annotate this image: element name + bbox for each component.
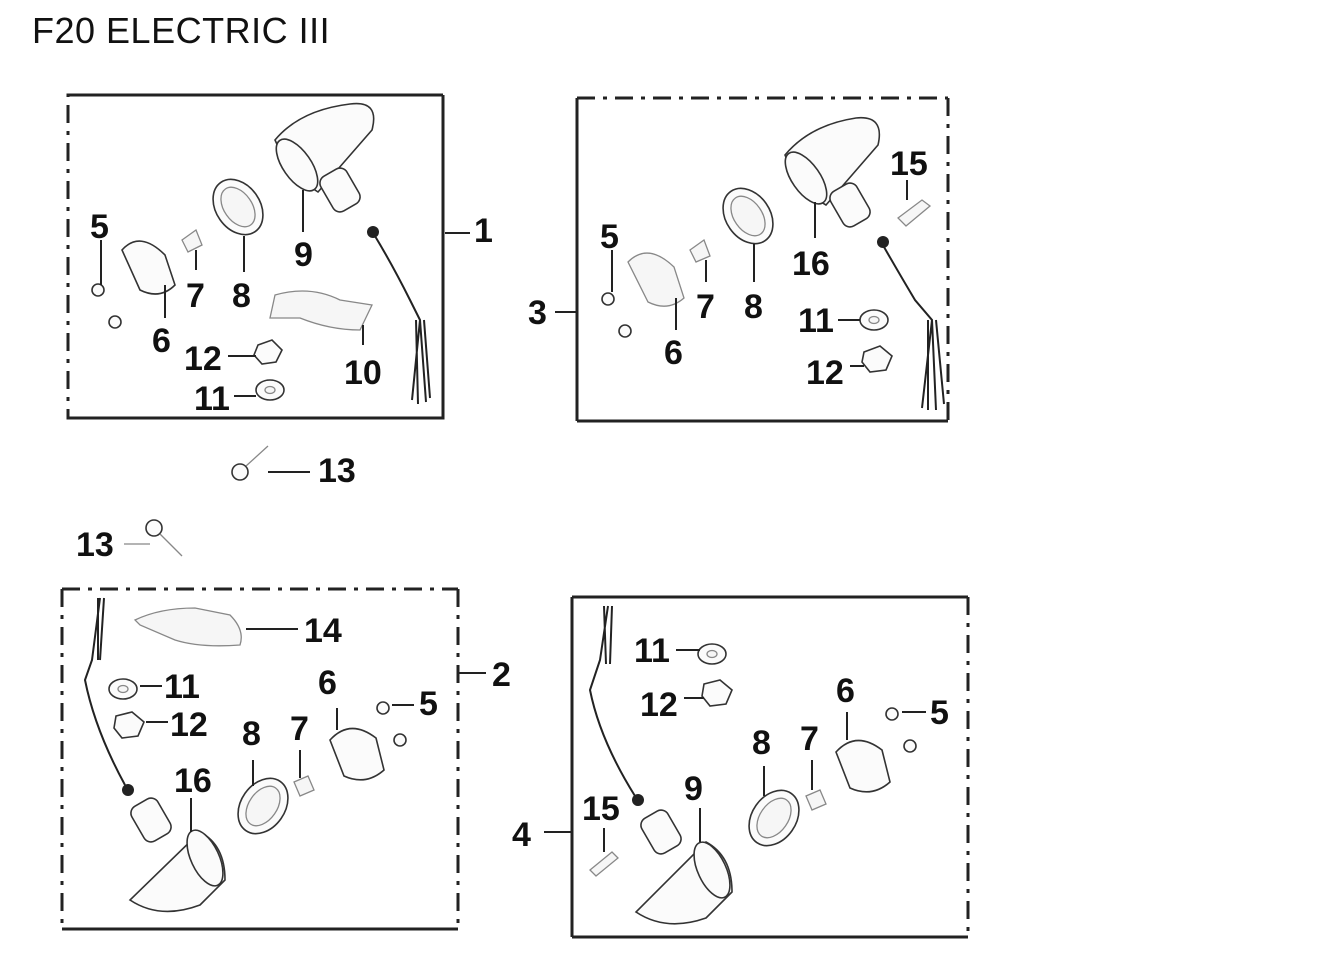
bracket-icon — [121, 240, 176, 295]
callout-12: 12 — [170, 706, 208, 744]
callout-15: 15 — [582, 790, 620, 828]
callout-16: 16 — [792, 245, 830, 283]
callout-7: 7 — [800, 720, 819, 758]
callout-5: 5 — [930, 694, 949, 732]
mount-plate-icon — [269, 290, 373, 331]
callout-10: 10 — [344, 354, 382, 392]
screw-icon — [393, 733, 407, 747]
socket-icon — [640, 809, 682, 855]
callout-5: 5 — [90, 208, 109, 246]
callout-15: 15 — [890, 145, 928, 183]
callout-8: 8 — [232, 277, 251, 315]
clip-icon — [805, 789, 827, 811]
callout-6: 6 — [318, 664, 337, 702]
callout-5: 5 — [419, 685, 438, 723]
callout-11: 11 — [194, 380, 230, 418]
socket-icon — [319, 167, 361, 213]
callout-14: 14 — [304, 612, 342, 650]
callout-11: 11 — [798, 302, 834, 340]
screw-icon — [376, 701, 390, 715]
bolt-icon — [145, 519, 163, 537]
wire-harness-icon — [588, 605, 636, 797]
callout-13: 13 — [318, 452, 356, 490]
screw-icon — [618, 324, 632, 338]
callout-6: 6 — [664, 334, 683, 372]
nut-icon — [861, 345, 893, 373]
callout-11: 11 — [164, 668, 200, 706]
bracket-icon — [835, 739, 891, 793]
page-title: F20 ELECTRIC III — [32, 10, 331, 51]
nut-icon — [253, 339, 283, 365]
callout-6: 6 — [152, 322, 171, 360]
screw-icon — [885, 707, 899, 721]
wire-harness-icon — [879, 239, 945, 411]
callout-4: 4 — [512, 816, 531, 854]
wire-harness-icon — [83, 597, 126, 786]
bracket-icon — [627, 252, 685, 307]
screw-icon — [108, 315, 122, 329]
callout-11: 11 — [634, 632, 670, 670]
callout-7: 7 — [290, 710, 309, 748]
callout-9: 9 — [294, 236, 313, 274]
callout-12: 12 — [640, 686, 678, 724]
wire-harness-icon — [369, 227, 431, 405]
callout-5: 5 — [600, 218, 619, 256]
bulb-clip-icon — [589, 851, 619, 877]
callout-7: 7 — [696, 288, 715, 326]
loose-parts: 13 13 — [76, 445, 356, 564]
bolt-icon — [231, 463, 249, 481]
group-3-assembly: 3 5 7 8 16 15 11 6 12 — [528, 96, 950, 423]
callout-16: 16 — [174, 762, 212, 800]
clip-icon — [181, 228, 203, 253]
callout-12: 12 — [806, 354, 844, 392]
nut-icon — [701, 679, 733, 707]
callout-8: 8 — [242, 715, 261, 753]
callout-7: 7 — [186, 277, 205, 315]
callout-3: 3 — [528, 294, 547, 332]
clip-icon — [293, 775, 315, 797]
callout-13: 13 — [76, 526, 114, 564]
screw-icon — [601, 292, 615, 306]
callout-1: 1 — [474, 212, 493, 250]
clip-icon — [689, 238, 711, 263]
callout-6: 6 — [836, 672, 855, 710]
screw-icon — [91, 283, 105, 297]
group-1-assembly: 1 5 7 8 9 6 12 10 11 — [66, 93, 493, 420]
group-4-assembly: 4 11 12 6 5 8 7 9 15 — [512, 595, 970, 939]
group-2-assembly: 14 2 11 12 6 5 8 7 16 — [60, 587, 511, 931]
callout-9: 9 — [684, 770, 703, 808]
mount-plate-icon — [133, 607, 242, 647]
callout-12: 12 — [184, 340, 222, 378]
bracket-icon — [329, 727, 385, 781]
socket-icon — [130, 797, 172, 843]
callout-2: 2 — [492, 656, 511, 694]
callout-8: 8 — [752, 724, 771, 762]
callout-8: 8 — [744, 288, 763, 326]
screw-icon — [903, 739, 917, 753]
socket-icon — [829, 182, 871, 228]
nut-icon — [113, 711, 145, 739]
bulb-clip-icon — [897, 199, 932, 227]
